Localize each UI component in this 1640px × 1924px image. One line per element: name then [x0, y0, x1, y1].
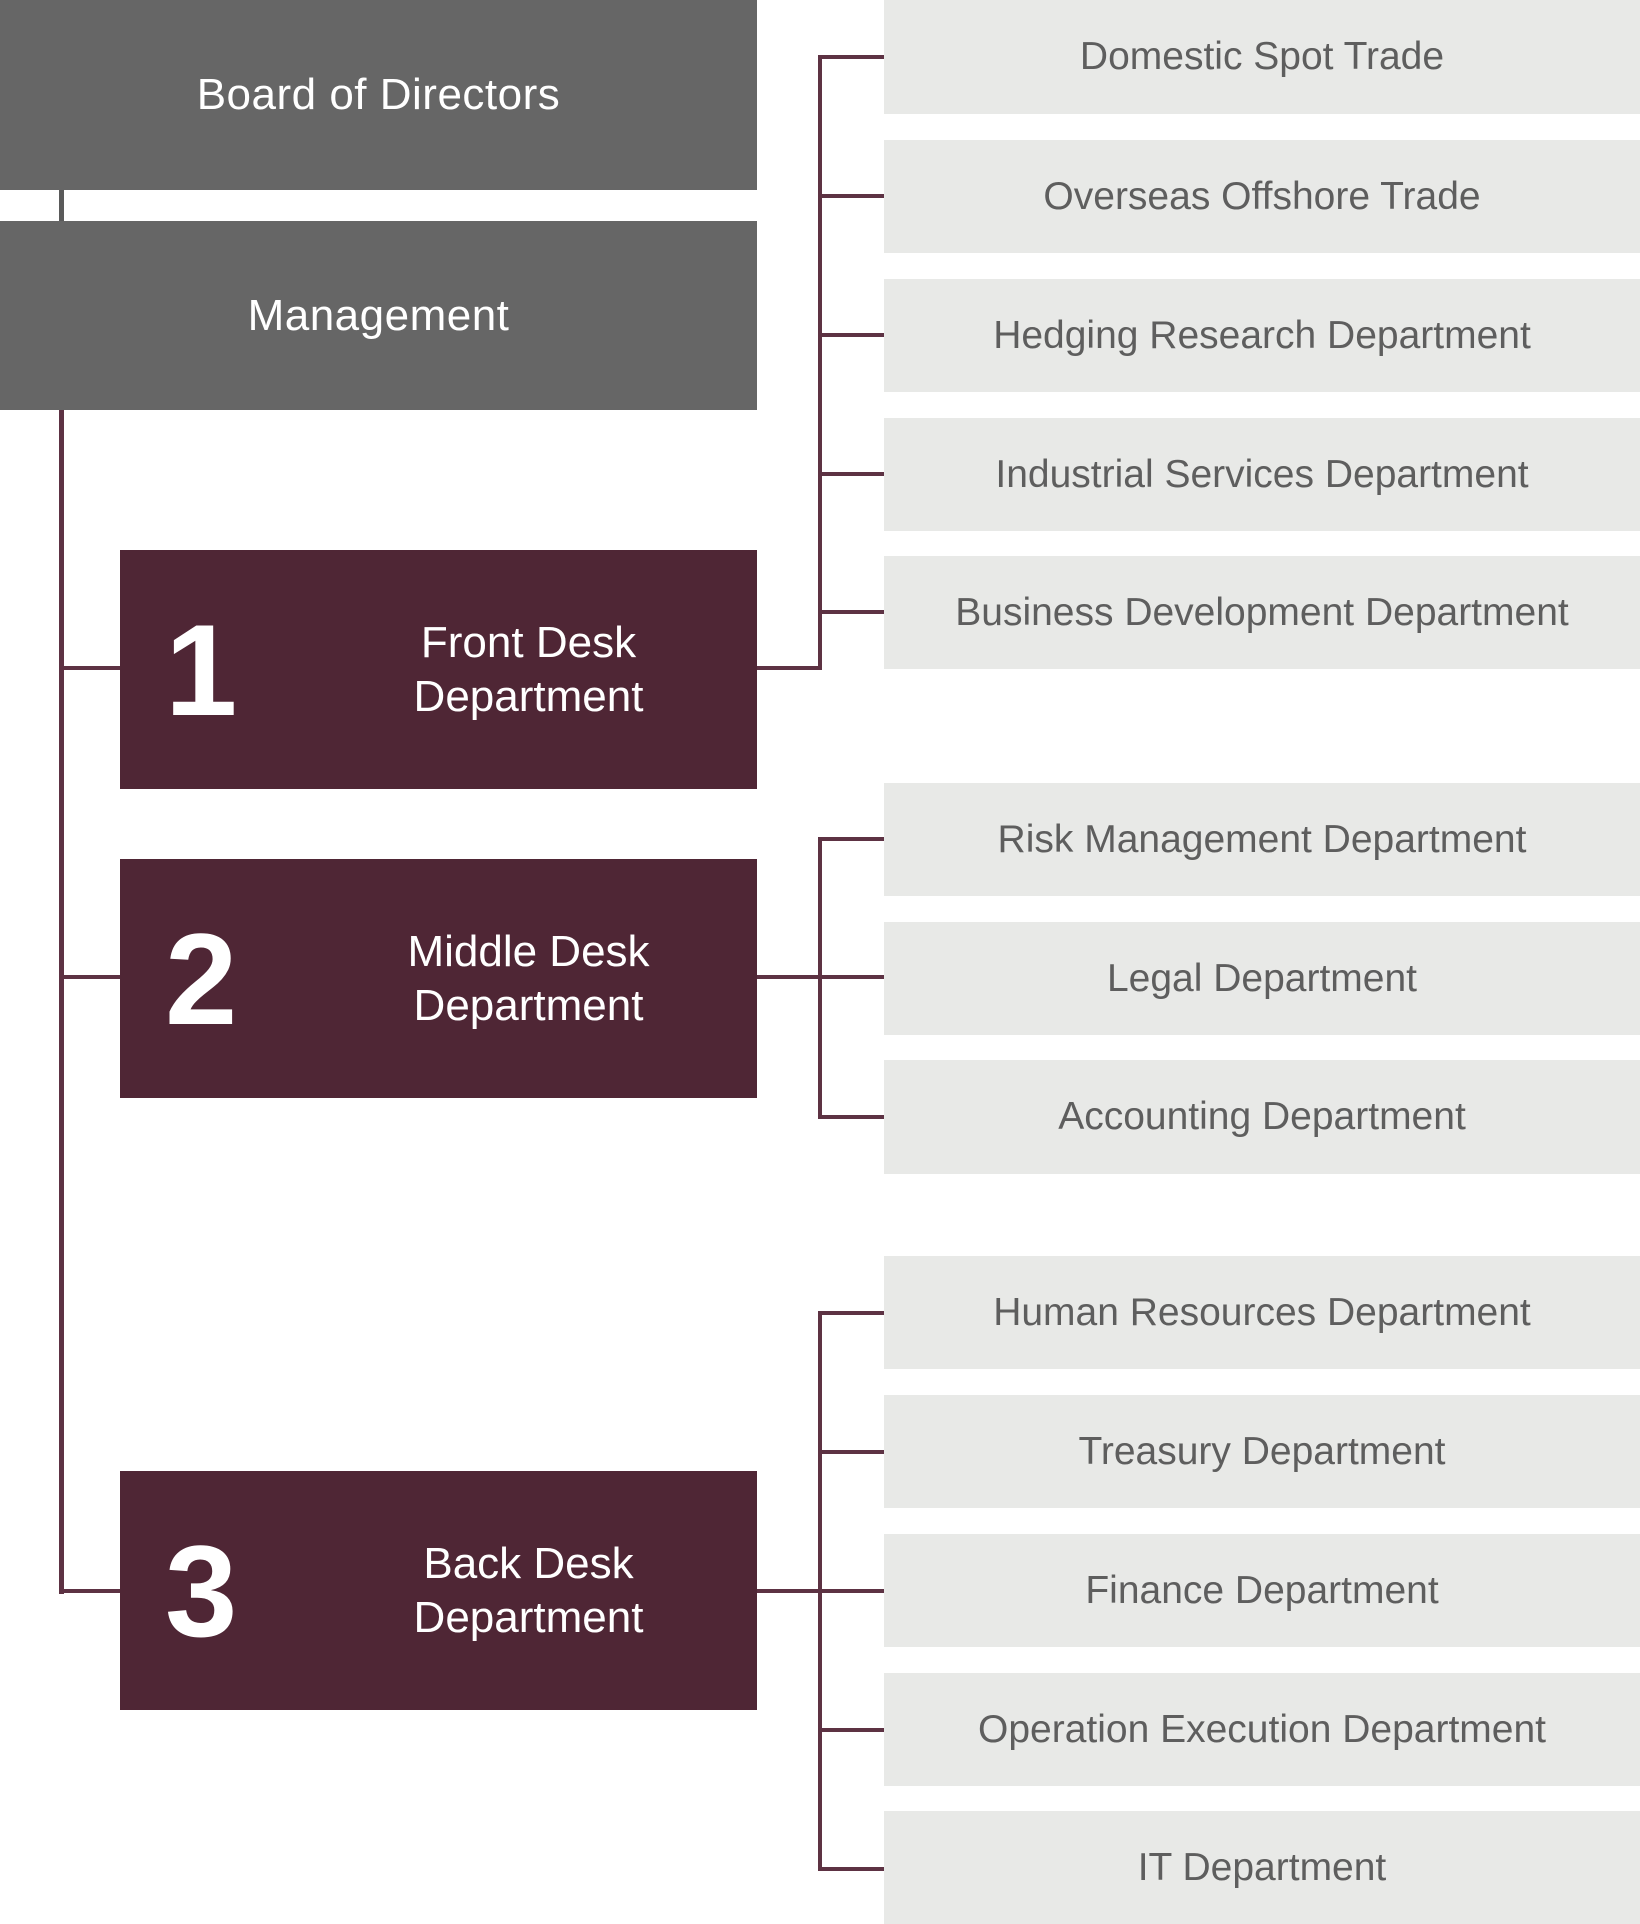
sub-department-label: Business Development Department — [955, 590, 1569, 634]
connector-front-branch — [818, 333, 884, 337]
department-number: 3 — [165, 1517, 238, 1664]
sub-department-label: Accounting Department — [1058, 1095, 1466, 1138]
connector-back-branch — [818, 1867, 884, 1871]
sub-department-label: Legal Department — [1106, 956, 1418, 1000]
connector-trunk — [59, 410, 64, 1594]
connector-middle-branch — [818, 1115, 884, 1119]
sub-department-label: Overseas Offshore Trade — [1043, 174, 1481, 218]
sub-department-box: Human Resources Department — [884, 1256, 1640, 1369]
sub-department-label: Domestic Spot Trade — [1079, 35, 1445, 78]
sub-department-label: IT Department — [1137, 1845, 1387, 1889]
connector-middle-branch — [818, 837, 884, 841]
sub-department-box: Industrial Services Department — [884, 418, 1640, 531]
department-name-line1: Middle Desk — [407, 926, 650, 976]
management-box: Management — [0, 221, 757, 410]
department-name: Front Desk Department — [300, 550, 757, 789]
connector-back-branch — [818, 1589, 884, 1593]
sub-department-label: Industrial Services Department — [995, 452, 1529, 496]
department-name-line1: Back Desk — [423, 1538, 634, 1588]
back-desk-department-box: 3 Back Desk Department — [120, 1471, 757, 1710]
connector-back-branch — [818, 1450, 884, 1454]
connector-back-out — [756, 1589, 821, 1593]
sub-department-label: Treasury Department — [1078, 1429, 1446, 1473]
sub-department-box: Operation Execution Department — [884, 1673, 1640, 1786]
middle-desk-department-box: 2 Middle Desk Department — [120, 859, 757, 1098]
sub-department-box: Business Development Department — [884, 556, 1640, 669]
sub-department-label: Operation Execution Department — [978, 1707, 1546, 1751]
department-name-line1: Front Desk — [420, 617, 637, 667]
connector-trunk-to-front — [59, 666, 120, 670]
connector-front-vertical — [818, 55, 822, 670]
department-name-line2: Department — [413, 980, 644, 1030]
connector-front-branch — [818, 610, 884, 614]
sub-department-label: Risk Management Department — [997, 817, 1527, 861]
sub-department-box: Legal Department — [884, 922, 1640, 1035]
department-name-line2: Department — [413, 671, 644, 721]
connector-front-out — [756, 666, 821, 670]
department-name: Back Desk Department — [300, 1471, 757, 1710]
sub-department-box: Accounting Department — [884, 1060, 1640, 1174]
connector-front-branch — [818, 194, 884, 198]
board-of-directors-box: Board of Directors — [0, 0, 757, 190]
department-name-line2: Department — [413, 1592, 644, 1642]
connector-trunk-to-middle — [59, 975, 120, 979]
department-number: 1 — [165, 596, 238, 743]
connector-middle-out — [756, 975, 821, 979]
sub-department-label: Human Resources Department — [993, 1290, 1531, 1334]
connector-trunk-to-back — [59, 1589, 120, 1593]
connector-back-branch — [818, 1311, 884, 1315]
sub-department-box: Domestic Spot Trade — [884, 0, 1640, 114]
sub-department-box: IT Department — [884, 1811, 1640, 1924]
sub-department-box: Treasury Department — [884, 1395, 1640, 1508]
department-number: 2 — [165, 905, 238, 1052]
board-of-directors-label: Board of Directors — [196, 70, 561, 119]
sub-department-box: Overseas Offshore Trade — [884, 140, 1640, 253]
management-label: Management — [247, 290, 510, 340]
connector-front-branch — [818, 55, 884, 59]
connector-middle-branch — [818, 975, 884, 979]
sub-department-label: Finance Department — [1085, 1568, 1439, 1612]
front-desk-department-box: 1 Front Desk Department — [120, 550, 757, 789]
sub-department-box: Hedging Research Department — [884, 279, 1640, 392]
sub-department-box: Risk Management Department — [884, 783, 1640, 896]
sub-department-box: Finance Department — [884, 1534, 1640, 1647]
connector-front-branch — [818, 472, 884, 476]
sub-department-label: Hedging Research Department — [993, 313, 1531, 357]
department-name: Middle Desk Department — [300, 859, 757, 1098]
connector-board-management — [59, 188, 64, 222]
connector-back-branch — [818, 1728, 884, 1732]
